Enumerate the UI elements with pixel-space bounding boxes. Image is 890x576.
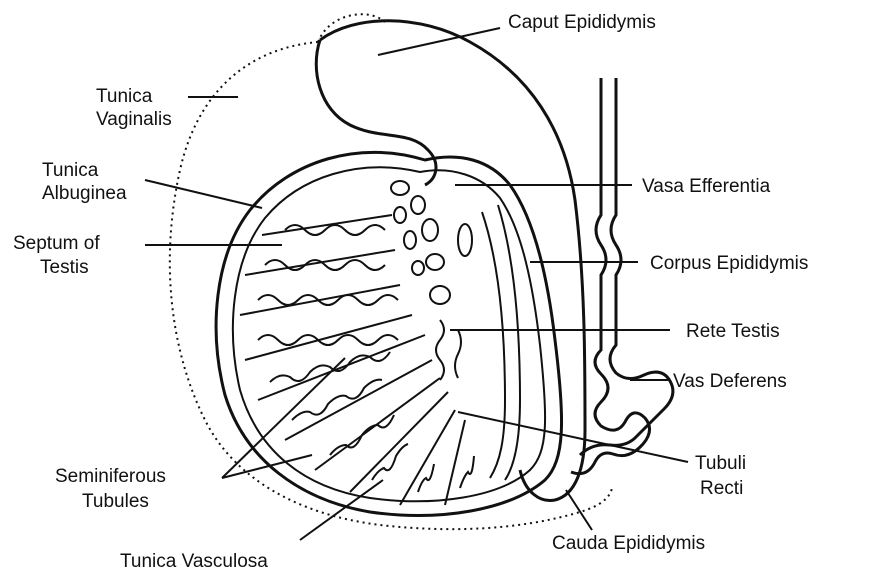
label-tubuli-recti-line1: Tubuli: [695, 453, 746, 474]
label-tunica-albuginea-line1: Tunica: [42, 160, 99, 181]
epididymis-inner-edge: [316, 40, 436, 185]
corpus-epididymis-channel-2: [482, 212, 505, 478]
rete-testis-network: [391, 181, 472, 380]
label-tubuli-recti-line2: Recti: [700, 478, 743, 499]
label-caput-epididymis: Caput Epididymis: [508, 12, 656, 33]
label-tunica-vasculosa: Tunica Vasculosa: [120, 551, 268, 572]
label-vas-deferens: Vas Deferens: [673, 371, 787, 392]
label-tunica-vaginalis-line2: Vaginalis: [96, 109, 172, 130]
corpus-epididymis-channel: [498, 205, 520, 480]
label-septum-line2: Testis: [40, 257, 89, 278]
label-cauda-epididymis: Cauda Epididymis: [552, 533, 705, 554]
label-septum-line1: Septum of: [13, 233, 100, 254]
label-seminiferous-line1: Seminiferous: [55, 466, 166, 487]
testis-body: [216, 152, 561, 515]
label-corpus-epididymis: Corpus Epididymis: [650, 253, 808, 274]
tunica-vaginalis-outline: [170, 14, 612, 529]
label-vasa-efferentia: Vasa Efferentia: [642, 176, 771, 197]
label-seminiferous-line2: Tubules: [82, 491, 149, 512]
label-tunica-albuginea-line2: Albuginea: [42, 183, 127, 204]
label-tunica-vaginalis-line1: Tunica: [96, 86, 153, 107]
label-rete-testis: Rete Testis: [686, 321, 780, 342]
leader-lines: [145, 28, 688, 540]
